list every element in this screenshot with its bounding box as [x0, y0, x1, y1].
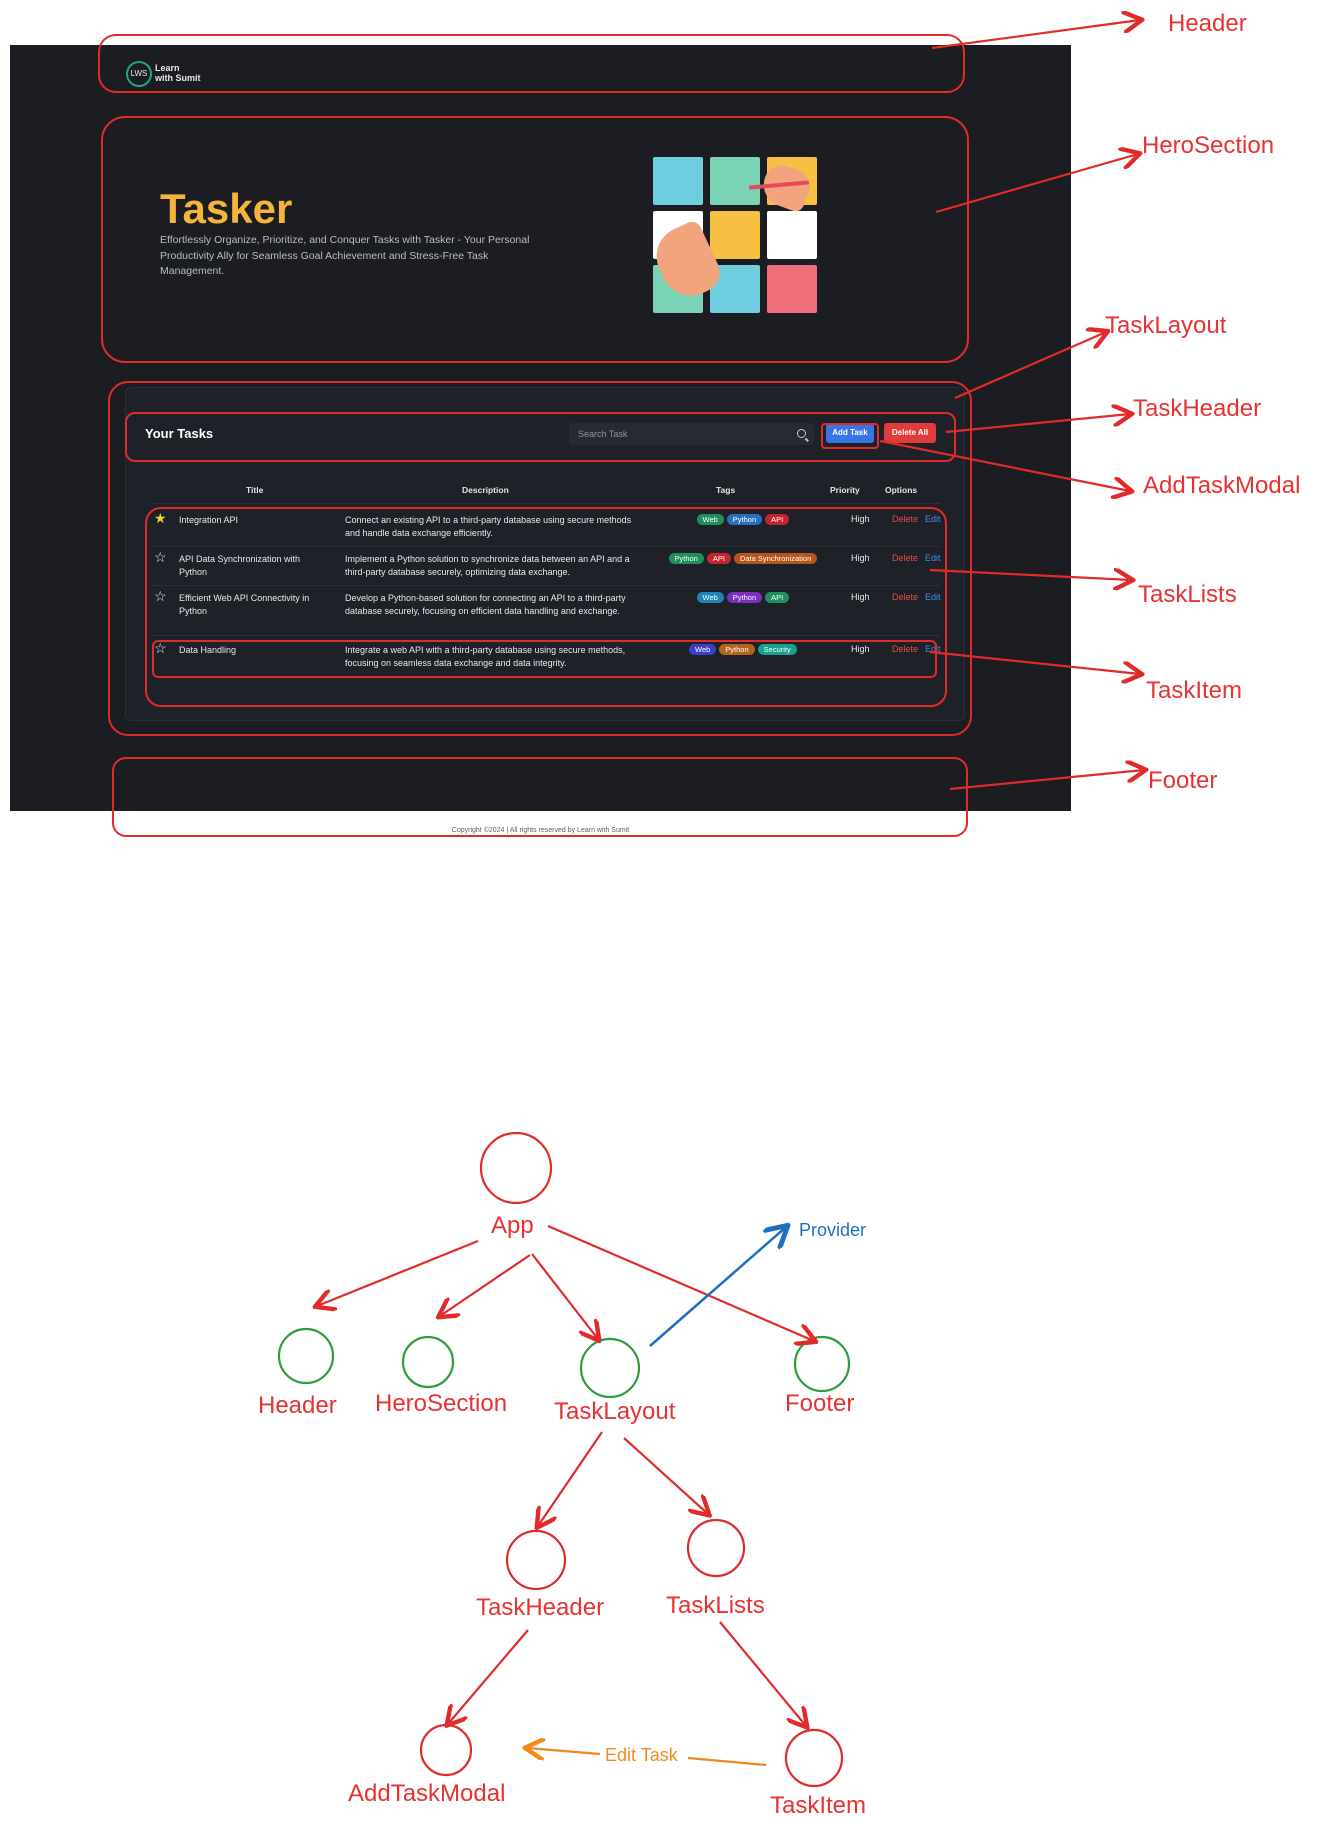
- tag-badge: Web: [696, 592, 724, 603]
- tag-badge: Python: [668, 553, 704, 564]
- task-priority: High: [851, 514, 870, 524]
- tree-node-footer: Footer: [785, 1390, 855, 1417]
- tag-badge: Security: [757, 644, 797, 655]
- tag-badge: API: [765, 514, 790, 525]
- tree-node-task-header: TaskHeader: [476, 1594, 605, 1621]
- task-title: Data Handling: [179, 645, 237, 655]
- tag-badge: Data Synchronization: [733, 553, 818, 564]
- footer-copyright: Copyright ©2024 | All rights reserved by…: [451, 827, 630, 834]
- tree-label-provider: Provider: [799, 1220, 867, 1240]
- logo-line-1: Learn: [155, 63, 180, 73]
- column-header-title: Title: [246, 485, 264, 495]
- label-header: Header: [1168, 10, 1247, 37]
- star-outline-icon[interactable]: ☆: [154, 549, 167, 565]
- tag-badge: Web: [696, 514, 724, 525]
- task-panel: [125, 387, 965, 721]
- delete-all-button[interactable]: Delete All: [884, 423, 936, 443]
- note-icon: [767, 211, 817, 259]
- tree-node-task-lists: TaskLists: [666, 1592, 765, 1619]
- hero-subtitle: Effortlessly Organize, Prioritize, and C…: [160, 234, 530, 277]
- label-hero-section: HeroSection: [1142, 132, 1275, 159]
- task-description: Implement a Python solution to synchroni…: [345, 554, 630, 577]
- task-priority: High: [851, 592, 870, 602]
- tree-label-edit-task: Edit Task: [605, 1745, 678, 1765]
- tree-node-app: App: [491, 1212, 534, 1239]
- note-icon: [767, 265, 817, 313]
- star-outline-icon[interactable]: ☆: [154, 588, 167, 604]
- edit-button[interactable]: Edit: [925, 644, 941, 654]
- tree-node-header: Header: [258, 1392, 337, 1419]
- task-priority: High: [851, 553, 870, 563]
- label-task-layout: TaskLayout: [1105, 312, 1227, 339]
- label-task-header: TaskHeader: [1133, 395, 1262, 422]
- tag-badge: Web: [689, 644, 717, 655]
- task-priority: High: [851, 644, 870, 654]
- task-lists-outline: [145, 507, 947, 707]
- divider: [150, 585, 940, 586]
- column-header-priority: Priority: [830, 485, 860, 495]
- logo-line-2: with Sumit: [155, 73, 201, 83]
- divider: [150, 503, 940, 504]
- divider: [150, 546, 940, 547]
- tree-node-hero-section: HeroSection: [375, 1390, 508, 1417]
- note-icon: [710, 157, 760, 205]
- task-heading: Your Tasks: [145, 426, 214, 441]
- tree-node-add-task-modal: AddTaskModal: [348, 1780, 506, 1807]
- edit-button[interactable]: Edit: [925, 553, 941, 563]
- task-layout-outline: [108, 381, 972, 736]
- tree-node-task-item: TaskItem: [770, 1792, 867, 1819]
- note-icon: [653, 157, 703, 205]
- note-icon: [710, 211, 760, 259]
- delete-button[interactable]: Delete: [892, 514, 919, 524]
- label-add-task-modal: AddTaskModal: [1143, 472, 1301, 499]
- delete-button[interactable]: Delete: [892, 644, 919, 654]
- label-task-lists: TaskLists: [1138, 581, 1237, 608]
- task-header-outline: [125, 412, 956, 462]
- logo-text: Learn with Sumit: [155, 63, 225, 83]
- search-icon[interactable]: [797, 429, 806, 438]
- column-header-description: Description: [462, 485, 509, 495]
- sticky-notes-illustration: [646, 157, 821, 315]
- tag-badge: Python: [726, 592, 763, 603]
- column-header-options: Options: [885, 485, 918, 495]
- delete-button[interactable]: Delete: [892, 553, 919, 563]
- add-task-modal-outline: [821, 423, 879, 449]
- delete-button[interactable]: Delete: [892, 592, 919, 602]
- logo-icon: LWS: [126, 61, 152, 87]
- task-description: Connect an existing API to a third-party…: [345, 515, 632, 538]
- hero-title: Tasker: [160, 185, 293, 232]
- tag-badge: Python: [726, 514, 763, 525]
- tag-badge: Python: [719, 644, 755, 655]
- task-title: API Data Synchronization with Python: [179, 554, 301, 577]
- column-header-tags: Tags: [716, 485, 736, 495]
- search-input[interactable]: Search Task: [569, 423, 814, 445]
- task-description: Integrate a web API with a third-party d…: [345, 645, 626, 668]
- hero-outline: [101, 116, 969, 363]
- task-description: Develop a Python-based solution for conn…: [345, 593, 626, 616]
- add-task-button[interactable]: Add Task: [826, 423, 874, 443]
- label-task-item: TaskItem: [1146, 677, 1243, 704]
- header-outline: [98, 34, 965, 93]
- app-screenshot: LWS Learn with Sumit Tasker Effortlessly…: [10, 45, 1071, 834]
- edit-button[interactable]: Edit: [925, 592, 941, 602]
- task-title: Integration API: [179, 515, 239, 525]
- search-placeholder: Search Task: [578, 429, 628, 439]
- tag-badge: API: [765, 592, 790, 603]
- task-title: Efficient Web API Connectivity in Python: [179, 593, 310, 616]
- tree-node-task-layout: TaskLayout: [554, 1398, 676, 1425]
- label-footer: Footer: [1148, 767, 1218, 794]
- task-item-outline: [152, 640, 937, 678]
- tag-badge: API: [706, 553, 731, 564]
- divider: [150, 635, 940, 636]
- footer-outline: [112, 757, 968, 837]
